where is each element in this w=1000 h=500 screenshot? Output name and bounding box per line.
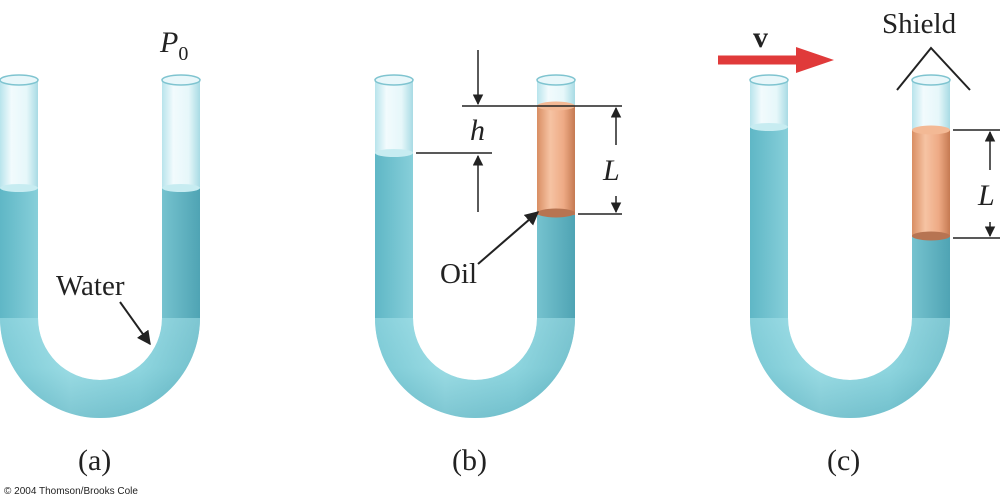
pressure-label: P0 — [159, 26, 188, 65]
tube-b-left-glass — [375, 80, 413, 153]
velocity-arrow-head — [796, 47, 834, 73]
water-surface-b-left — [375, 149, 413, 157]
water-surface-c-left — [750, 123, 788, 131]
utube-b — [374, 50, 622, 418]
tube-a-right-glass — [162, 80, 200, 188]
water-surface-a-left — [0, 184, 38, 192]
oil-label: Oil — [440, 258, 477, 290]
caption-c: (c) — [827, 444, 860, 477]
shield-label: Shield — [882, 8, 957, 40]
water-label: Water — [56, 270, 125, 302]
velocity-label: v — [753, 21, 768, 54]
water-pointer-arrow — [119, 301, 151, 346]
tube-b-water — [375, 153, 575, 418]
utube-a — [0, 74, 201, 418]
tube-c-water — [750, 127, 950, 418]
oil-pointer-arrow — [477, 211, 540, 265]
oil-column-b — [537, 106, 575, 215]
water-surface-a-right — [162, 184, 200, 192]
L-label-c: L — [977, 179, 995, 212]
h-label: h — [470, 114, 485, 147]
copyright-notice: © 2004 Thomson/Brooks Cole — [4, 486, 138, 497]
caption-b: (b) — [452, 444, 487, 477]
oil-column-c — [912, 130, 950, 237]
L-label-b: L — [602, 154, 620, 187]
tube-a-left-glass — [0, 80, 38, 188]
tube-c-right-glass — [912, 80, 950, 130]
tube-c-left-glass — [750, 80, 788, 127]
shield-chevron — [896, 46, 971, 91]
caption-a: (a) — [78, 444, 111, 477]
utube-c — [718, 46, 1000, 418]
